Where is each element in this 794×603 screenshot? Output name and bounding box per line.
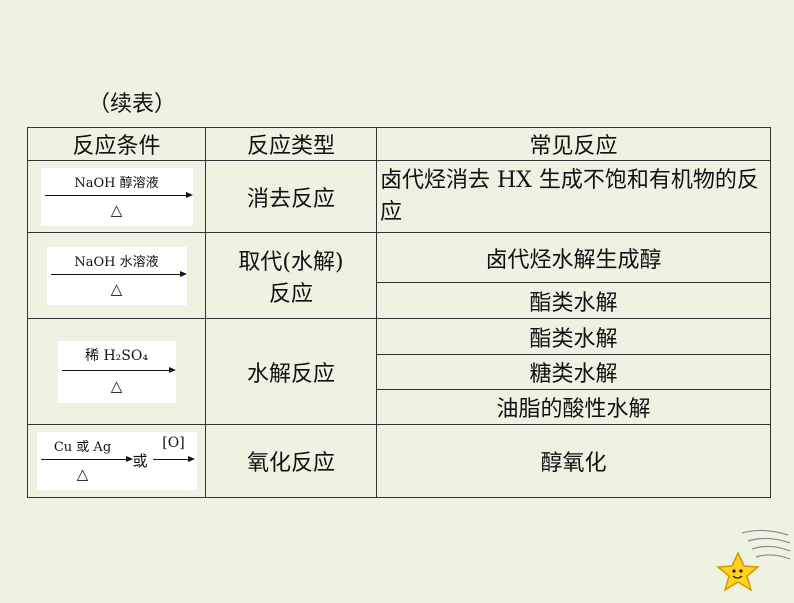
condition-cell: 稀 H₂SO₄ △: [27, 318, 206, 425]
heat-symbol: △: [110, 376, 123, 395]
condition-top-text: 稀 H₂SO₄: [85, 347, 148, 364]
condition-top-text: Cu 或 Ag: [53, 440, 112, 455]
condition-cell: NaOH 醇溶液 △: [27, 160, 206, 233]
table-row: NaOH 水溶液 △ 取代(水解) 反应 卤代烃水解生成醇: [27, 232, 771, 319]
heat-symbol: △: [110, 279, 123, 298]
type-line: 取代(水解): [238, 249, 344, 275]
table-row: 稀 H₂SO₄ △ 水解反应 酯类水解: [27, 318, 771, 425]
type-cell: 水解反应: [205, 318, 377, 425]
table-caption: （续表）: [88, 92, 177, 117]
condition-arrow-oxidation: Cu 或 Ag △ 或 [O]: [36, 432, 197, 490]
reaction-cell: 卤代烃消去 HX 生成不饱和有机物的反应: [376, 160, 771, 233]
arrow-icon: [61, 366, 176, 373]
table-row: 油脂的酸性水解: [28, 389, 771, 425]
table-row: 糖类水解: [28, 354, 771, 390]
condition-arrow-dilute-sulfuric: 稀 H₂SO₄ △: [57, 340, 176, 403]
or-text: 或: [132, 452, 148, 470]
condition-cell: NaOH 水溶液 △: [27, 232, 206, 319]
type-cell: 消去反应: [205, 160, 377, 233]
arrow-icon: [152, 456, 195, 462]
reaction-cell: 卤代烃水解生成醇: [376, 232, 771, 283]
heat-symbol: △: [110, 200, 123, 219]
arrow-icon: [44, 191, 193, 198]
table-row: NaOH 醇溶液 △ 消去反应 卤代烃消去 HX 生成不饱和有机物的反应: [27, 160, 771, 233]
arrow-icon: [50, 270, 187, 277]
type-cell: 氧化反应: [205, 424, 377, 498]
table-row: Cu 或 Ag △ 或 [O] 氧化反应 醇氧化: [27, 424, 771, 498]
reaction-cell: 酯类水解: [376, 318, 771, 355]
reaction-cell: 醇氧化: [376, 424, 771, 498]
condition-top-text: NaOH 醇溶液: [74, 175, 159, 191]
type-line: 反应: [268, 281, 313, 307]
type-cell: 取代(水解) 反应: [205, 232, 377, 319]
oxidant-text: [O]: [162, 435, 185, 451]
table-header-row: 反应条件 反应类型 常见反应: [27, 127, 771, 161]
star-decoration-icon: [716, 529, 791, 592]
condition-arrow-naoh-water: NaOH 水溶液 △: [46, 246, 187, 305]
reaction-cell: 糖类水解: [376, 354, 771, 390]
reaction-table: 反应条件 反应类型 常见反应 NaOH 醇溶液 △ 消去反应 卤代烃消去 HX …: [27, 127, 771, 498]
reaction-cell: 油脂的酸性水解: [376, 389, 771, 425]
header-reactions: 常见反应: [376, 127, 771, 161]
reaction-cell: 酯类水解: [376, 282, 771, 319]
heat-symbol: △: [76, 465, 89, 483]
condition-cell: Cu 或 Ag △ 或 [O]: [27, 424, 206, 498]
table-row: 酯类水解: [28, 282, 771, 319]
header-type: 反应类型: [205, 127, 377, 161]
condition-arrow-naoh-alcohol: NaOH 醇溶液 △: [40, 167, 193, 226]
condition-top-text: NaOH 水溶液: [74, 254, 159, 270]
header-condition: 反应条件: [27, 127, 206, 161]
arrow-icon: [40, 456, 133, 462]
